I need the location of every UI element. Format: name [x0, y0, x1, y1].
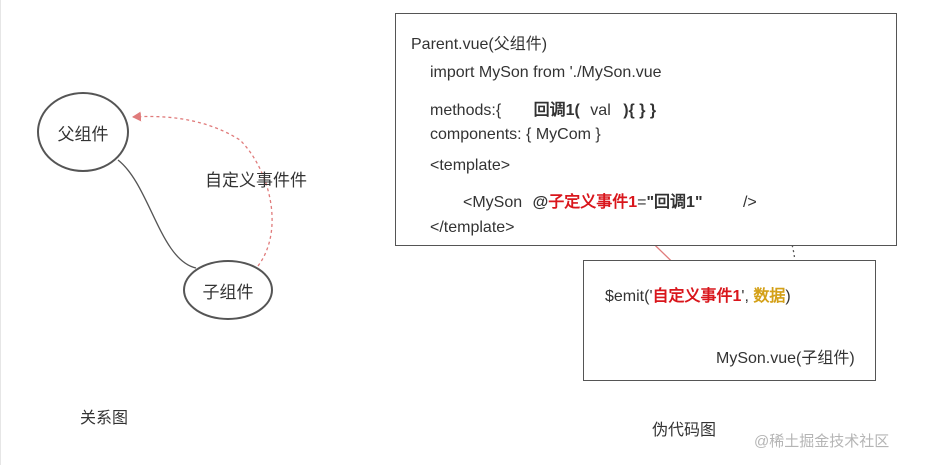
template-open-tag: <template>	[430, 157, 511, 174]
binding-equals: =	[637, 194, 647, 211]
child-component-node: 子组件	[183, 260, 273, 320]
myson-close: />	[742, 194, 757, 211]
methods-line: methods:{ 回调1( val ){ } }	[430, 96, 656, 120]
components-line: components: { MyCom }	[430, 126, 601, 143]
parent-component-node: 父组件	[37, 92, 129, 172]
callback-handler: "回调1"	[646, 194, 703, 211]
left-edge-rule	[0, 0, 1, 465]
methods-close: ){ } }	[623, 102, 657, 119]
emit-line: $emit('自定义事件1', 数据)	[605, 282, 791, 306]
event-binding-at: @	[532, 194, 549, 211]
emit-event-name: 自定义事件1	[652, 288, 742, 305]
myson-prefix: <MySon	[463, 194, 523, 211]
relation-diagram-caption: 关系图	[80, 410, 129, 427]
child-code-box	[583, 260, 876, 381]
callback-name: 回调1(	[533, 102, 580, 119]
callback-arg: val	[590, 102, 611, 119]
parent-node-label: 父组件	[57, 124, 109, 144]
emit-prefix: $emit('	[605, 288, 653, 305]
import-line: import MySon from './MySon.vue	[430, 64, 662, 81]
template-close-tag: </template>	[430, 219, 515, 236]
custom-event-label: 自定义事件件	[205, 171, 307, 190]
pseudo-code-caption: 伪代码图	[652, 422, 717, 439]
parent-child-link	[117, 159, 197, 269]
custom-event-arrow	[132, 111, 273, 267]
emit-suffix: )	[785, 288, 791, 305]
child-node-label: 子组件	[202, 282, 254, 302]
watermark-text: @稀土掘金技术社区	[754, 433, 890, 450]
parent-file-title: Parent.vue(父组件)	[411, 36, 548, 53]
methods-prefix: methods:{	[430, 102, 502, 119]
child-file-title: MySon.vue(子组件)	[716, 350, 855, 367]
myson-tag-line: <MySon @子定义事件1="回调1" />	[463, 188, 757, 212]
child-event-name: 子定义事件1	[548, 194, 638, 211]
emit-mid: ',	[741, 288, 754, 305]
emit-data: 数据	[753, 288, 786, 305]
parent-code-box	[395, 13, 897, 246]
